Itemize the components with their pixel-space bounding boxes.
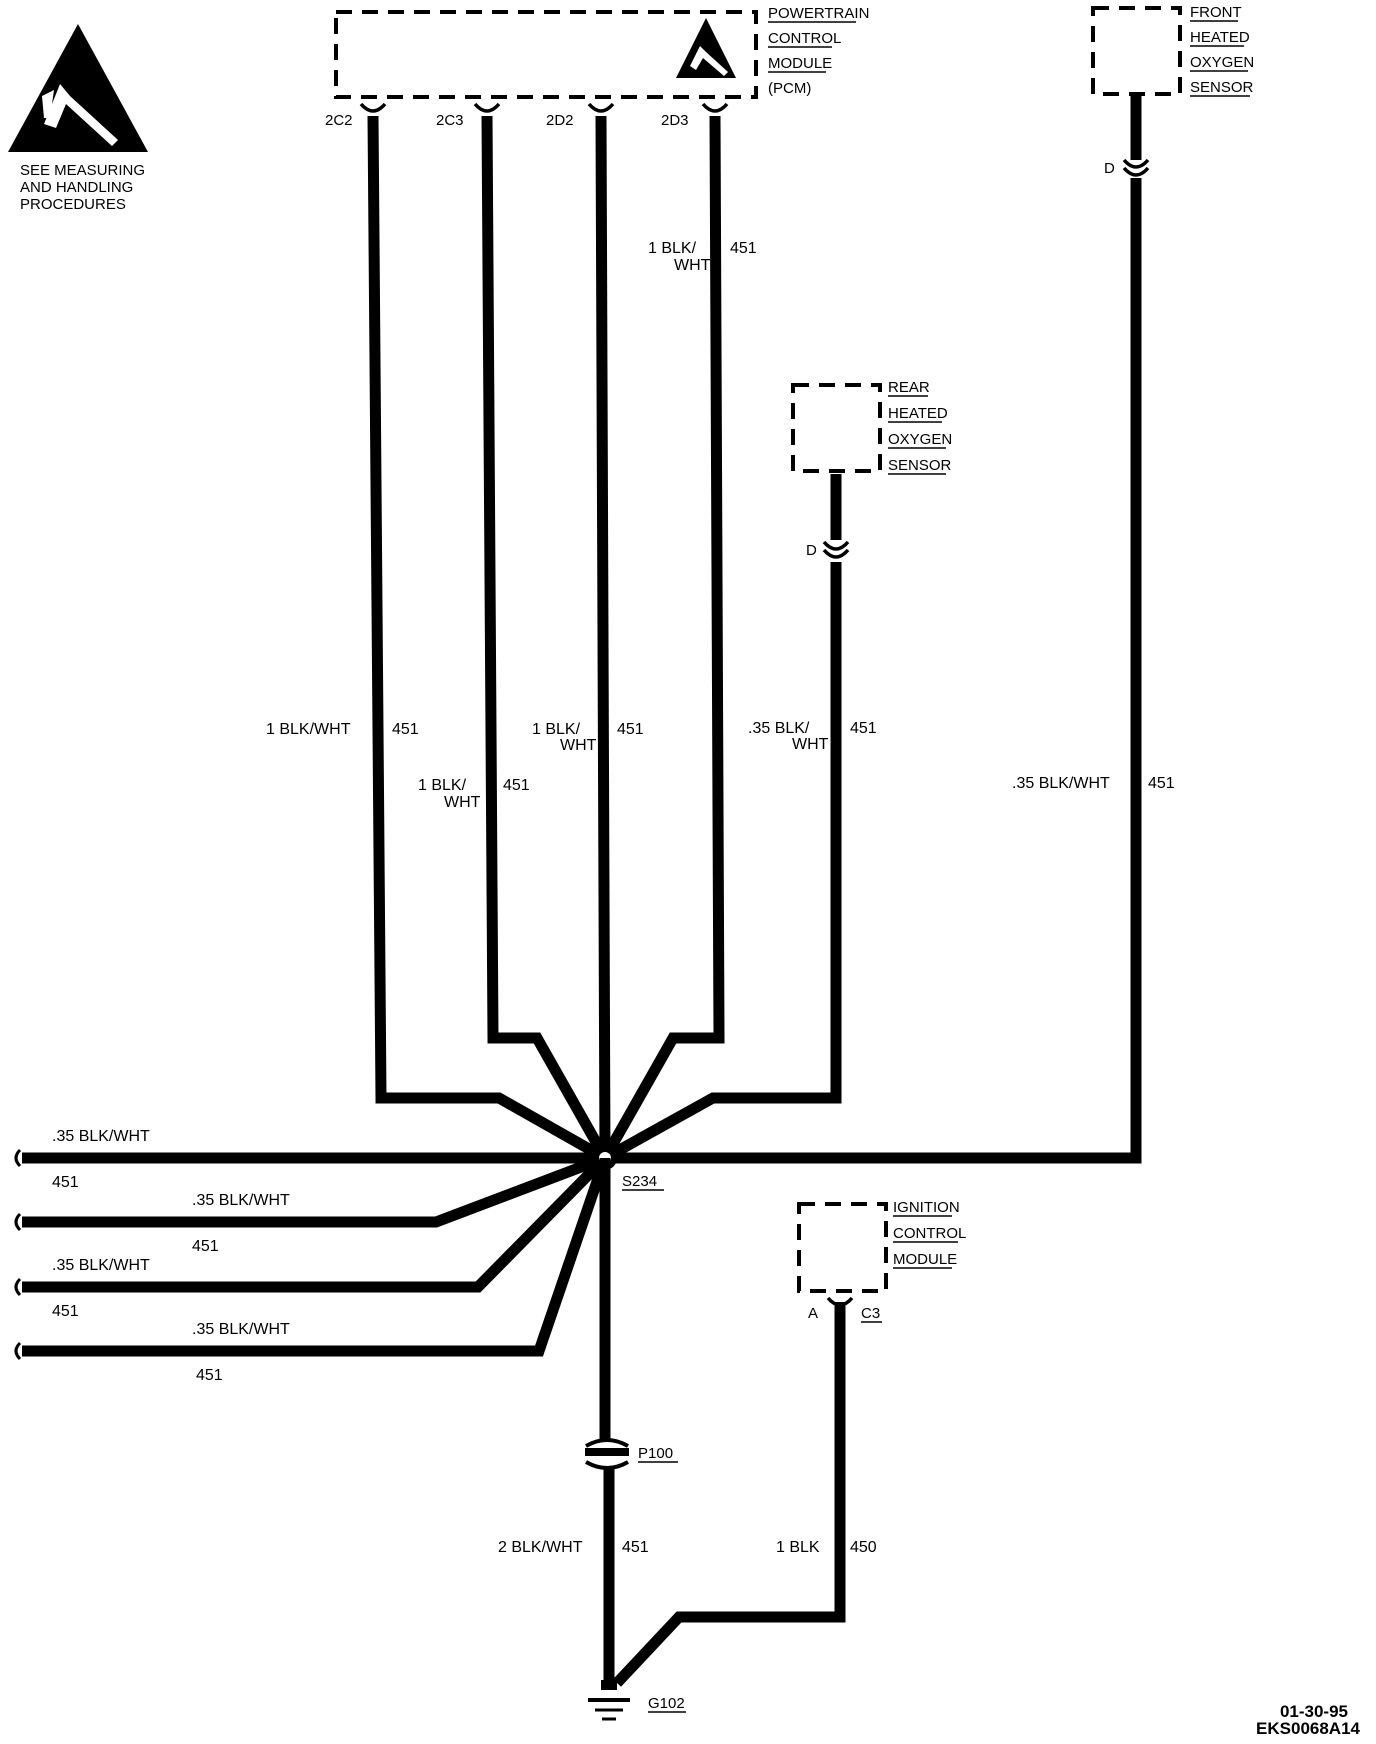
front-sensor-label-1: FRONT: [1190, 4, 1242, 21]
wire-rear-circuit: 451: [850, 720, 877, 737]
front-sensor-label-3: OXYGEN: [1190, 54, 1254, 71]
wire-front-label: .35 BLK/WHT: [1012, 775, 1110, 792]
wire-left-4: [22, 1156, 611, 1357]
wire-left-2-circuit: 451: [192, 1238, 219, 1255]
wire-front-sensor: [605, 178, 1142, 1164]
icm-label-1: IGNITION: [893, 1199, 960, 1216]
wire-rear-sensor: [602, 562, 842, 1163]
wire-left-3-label: .35 BLK/WHT: [52, 1257, 150, 1274]
front-sensor-label-2: HEATED: [1190, 29, 1250, 46]
wire-2c2-label: 1 BLK/WHT: [266, 721, 351, 738]
pin-2d2-connector: [587, 102, 615, 113]
splice-label: S234: [622, 1173, 657, 1190]
p100-connector: [585, 1438, 629, 1470]
icm-label-3: MODULE: [893, 1251, 957, 1268]
wire-2d3-top-circuit: 451: [730, 240, 757, 257]
wire-icm: [612, 1302, 846, 1687]
wire-left-3: [22, 1154, 609, 1293]
front-sensor-label-4: SENSOR: [1190, 79, 1254, 96]
wire-left-4-label: .35 BLK/WHT: [192, 1321, 290, 1338]
pcm-label-4: (PCM): [768, 80, 811, 97]
wire-left-2: [22, 1152, 607, 1228]
pin-2c3-connector: [473, 102, 501, 113]
wire-left-3-circuit: 451: [52, 1303, 79, 1320]
rear-sensor-pin: D: [806, 542, 817, 559]
rear-sensor-box: [791, 383, 882, 473]
front-sensor-pin: D: [1104, 160, 1115, 177]
wire-left-4-circuit: 451: [196, 1367, 223, 1384]
wire-left-1-circuit: 451: [52, 1174, 79, 1191]
pcm-pin-2d2: 2D2: [546, 112, 574, 129]
front-sensor-box: [1091, 6, 1182, 96]
wire-2c3: [481, 115, 610, 1161]
wire-2d2-circuit: 451: [617, 721, 644, 738]
pcm-label-3: MODULE: [768, 55, 832, 72]
pcm-label-1: POWERTRAIN: [768, 5, 869, 22]
pcm-label-2: CONTROL: [768, 30, 841, 47]
wire-2d2-label-a: 1 BLK/: [532, 721, 581, 738]
rear-sensor-label-4: SENSOR: [888, 457, 952, 474]
icm-box: [797, 1202, 888, 1293]
wire-2d2-label-b: WHT: [560, 737, 597, 754]
pcm-pin-2d3: 2D3: [661, 112, 689, 129]
wire-2d3: [600, 115, 725, 1161]
wire-2c2-circuit: 451: [392, 721, 419, 738]
icm-label-2: CONTROL: [893, 1225, 966, 1242]
pin-2c2-connector: [359, 102, 387, 113]
rear-sensor-label-2: HEATED: [888, 405, 948, 422]
wire-rear-label-b: WHT: [792, 736, 829, 753]
ground-label: G102: [648, 1695, 685, 1712]
wire-front-circuit: 451: [1148, 775, 1175, 792]
pcm-pin-2c3: 2C3: [436, 112, 464, 129]
notice-line-2: AND HANDLING: [20, 179, 133, 196]
wire-2c3-label-a: 1 BLK/: [418, 777, 467, 794]
notice-line-1: SEE MEASURING: [20, 162, 145, 179]
wire-ground-label: 2 BLK/WHT: [498, 1539, 583, 1556]
footer-date: 01-30-95: [1280, 1702, 1348, 1721]
icm-connector-label: C3: [861, 1305, 880, 1322]
wire-left-1-label: .35 BLK/WHT: [52, 1128, 150, 1145]
wire-left-2-label: .35 BLK/WHT: [192, 1192, 290, 1209]
wire-2d2: [595, 115, 611, 1159]
wire-2c3-label-b: WHT: [444, 794, 481, 811]
rear-sensor-label-1: REAR: [888, 379, 930, 396]
wire-ground-circuit: 451: [622, 1539, 649, 1556]
wire-rear-label-a: .35 BLK/: [748, 720, 810, 737]
notice-line-3: PROCEDURES: [20, 196, 126, 213]
rear-sensor-connector: [822, 540, 850, 551]
pcm-box: [334, 10, 758, 99]
ground-g102-icon: [588, 1680, 630, 1721]
footer-code: EKS0068A14: [1256, 1719, 1361, 1738]
wire-2d3-top-label-a: 1 BLK/: [648, 240, 697, 257]
icm-pin: A: [808, 1305, 818, 1322]
pin-2d3-connector: [701, 102, 729, 113]
wire-icm-circuit: 450: [850, 1539, 877, 1556]
esd-pcm-icon: [676, 18, 736, 78]
wire-2c2: [367, 115, 608, 1163]
pcm-pin-2c2: 2C2: [325, 112, 353, 129]
front-sensor-connector: [1122, 158, 1150, 169]
wire-icm-label: 1 BLK: [776, 1539, 820, 1556]
rear-sensor-label-3: OXYGEN: [888, 431, 952, 448]
wire-2c3-circuit: 451: [503, 777, 530, 794]
wire-2d3-top-label-b: WHT: [674, 257, 711, 274]
esd-warning-icon: [8, 24, 148, 152]
p100-label: P100: [638, 1445, 673, 1462]
